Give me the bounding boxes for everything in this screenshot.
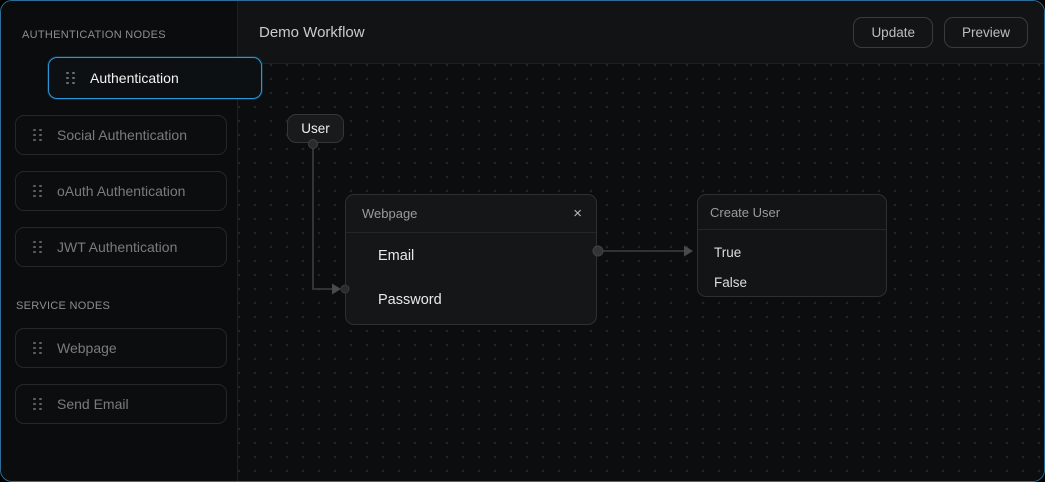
node-webpage-header: Webpage × <box>346 195 596 233</box>
node-webpage-body: Email Password <box>346 233 596 322</box>
page-title: Demo Workflow <box>259 23 365 41</box>
sidebar-item-send-email[interactable]: Send Email <box>15 384 227 424</box>
section-label-service-nodes: SERVICE NODES <box>16 300 111 312</box>
drag-handle-icon[interactable] <box>33 240 42 254</box>
preview-button[interactable]: Preview <box>943 16 1028 48</box>
drag-handle-icon[interactable] <box>33 184 42 198</box>
node-palette-sidebar: AUTHENTICATION NODES Authentication Soci… <box>1 1 262 481</box>
section-label-authentication-nodes: AUTHENTICATION NODES <box>22 29 166 41</box>
close-icon[interactable]: × <box>573 205 582 222</box>
workflow-topbar: Demo Workflow Update Preview <box>238 1 1044 64</box>
node-webpage-title: Webpage <box>362 206 418 221</box>
node-create-user-body: True False <box>698 230 886 297</box>
drag-handle-icon[interactable] <box>33 341 42 355</box>
output-false: False <box>714 274 748 290</box>
sidebar-item-webpage[interactable]: Webpage <box>15 328 227 368</box>
edge-arrowhead-icon <box>332 283 341 295</box>
drag-handle-icon[interactable] <box>66 71 75 85</box>
sidebar-item-social-authentication[interactable]: Social Authentication <box>15 115 227 155</box>
sidebar-item-label: Social Authentication <box>57 127 187 143</box>
sidebar-item-label: Send Email <box>57 396 129 412</box>
sidebar-item-label: JWT Authentication <box>57 239 178 255</box>
main-area: Demo Workflow Update Preview User Webpag… <box>238 1 1044 481</box>
sidebar-item-label: oAuth Authentication <box>57 183 186 199</box>
node-webpage[interactable]: Webpage × Email Password <box>345 194 597 325</box>
sidebar-item-jwt-authentication[interactable]: JWT Authentication <box>15 227 227 267</box>
edge-arrowhead-icon <box>684 245 693 257</box>
node-user[interactable]: User <box>287 114 344 143</box>
edge-user-to-webpage <box>312 143 332 290</box>
sidebar-item-authentication[interactable]: Authentication <box>48 57 262 99</box>
topbar-actions: Update Preview <box>853 16 1028 48</box>
drag-handle-icon[interactable] <box>33 128 42 142</box>
sidebar-item-oauth-authentication[interactable]: oAuth Authentication <box>15 171 227 211</box>
output-true: True <box>714 244 742 260</box>
drag-handle-icon[interactable] <box>33 397 42 411</box>
sidebar-item-label: Authentication <box>90 70 179 86</box>
node-user-title: User <box>301 121 330 136</box>
field-email: Email <box>378 248 415 264</box>
update-button[interactable]: Update <box>853 16 933 48</box>
field-password: Password <box>378 292 442 308</box>
node-create-user-header: Create User <box>698 195 886 230</box>
workflow-canvas[interactable]: User Webpage × Email Password Create Use… <box>238 64 1044 481</box>
node-create-user-title: Create User <box>710 204 781 220</box>
node-create-user[interactable]: Create User True False <box>697 194 887 297</box>
sidebar-item-label: Webpage <box>57 340 117 356</box>
